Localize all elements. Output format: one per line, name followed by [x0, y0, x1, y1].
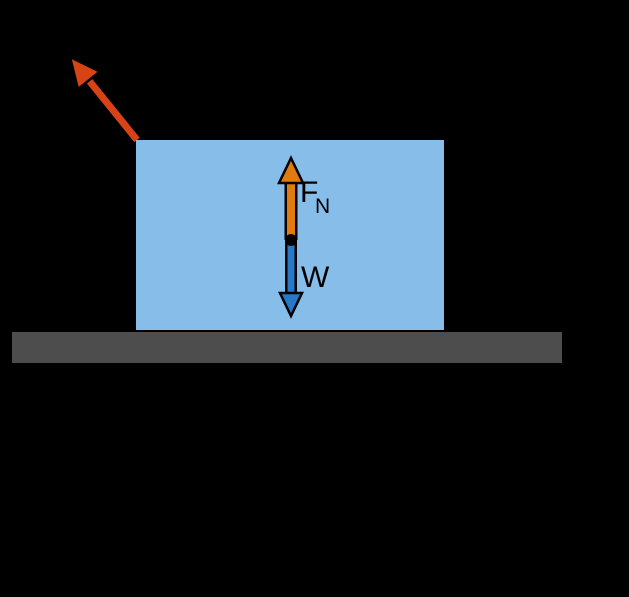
ground-surface: [10, 330, 564, 365]
weight-vector: [278, 240, 304, 319]
applied-force-shaft: [80, 71, 140, 143]
weight-label: W: [301, 261, 330, 294]
normal-force-arrowhead: [277, 155, 305, 185]
applied-force-arrowhead: [68, 54, 103, 92]
applied-force-vector: [68, 54, 142, 144]
force-origin-dot: [285, 234, 297, 246]
normal-force-label-subscript: N: [315, 195, 330, 218]
normal-force-vector: [277, 155, 305, 240]
normal-force-label: F: [300, 176, 318, 209]
weight-arrowhead: [278, 291, 304, 319]
